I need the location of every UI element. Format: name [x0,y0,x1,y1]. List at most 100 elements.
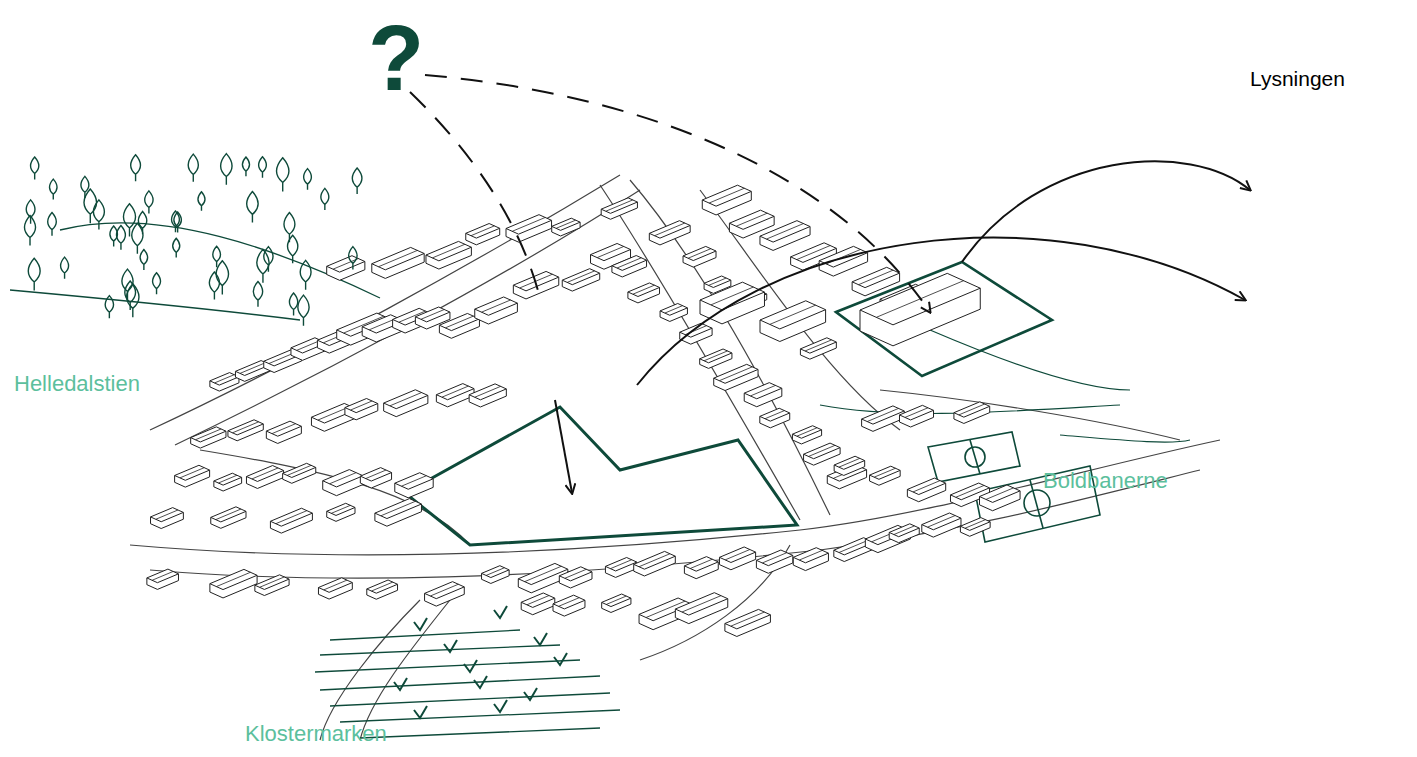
house-roof [725,609,771,628]
tree-symbol [145,191,153,214]
tree-symbol [153,273,161,295]
roof-ridge [874,468,895,477]
house-roof [714,364,758,383]
roof-ridge [633,285,655,294]
tree-symbol [257,249,269,282]
roof-ridge [218,475,236,483]
house-roof [210,373,239,386]
roof-ridge [379,250,418,266]
house [756,550,792,573]
house [852,267,899,296]
sports-area [405,262,1190,545]
tree-symbol [172,211,180,232]
roof-ridge [471,226,494,236]
house [649,221,690,245]
roof-ridge [797,246,830,260]
house-roof [211,507,246,522]
plant-symbol [554,653,567,665]
house-roof [475,297,518,315]
roof-ridge [330,473,357,484]
house [327,503,355,521]
tree-symbol [209,272,219,300]
house [345,398,378,419]
house-roof [634,551,676,569]
tree-symbol [31,157,39,179]
roof-ridge [913,481,940,492]
house [612,256,647,277]
house [700,349,732,368]
roof-ridge [617,258,641,268]
house [426,241,471,269]
house [147,569,179,589]
tree-symbol [288,235,298,263]
house [684,557,718,579]
roof-ridge [805,340,831,351]
house-roof [793,548,828,563]
roof-ridge [402,476,427,486]
house-roof [684,557,718,572]
tree-symbol [247,191,258,222]
place-label: Lysningen [1250,68,1345,89]
tree-symbol [173,238,180,257]
roof-ridge [331,505,350,513]
roof-ridge [567,271,594,283]
roof-ridge [736,213,767,226]
house-roof [345,398,378,412]
house [760,301,826,342]
tree-symbol [298,295,309,326]
roof-ridge [770,305,816,324]
house-roof [147,569,179,583]
house [634,551,676,576]
arrows [410,75,1250,493]
tree-symbol [48,212,57,235]
roof-ridge [475,386,501,397]
house [283,463,316,483]
house-roof [562,269,599,285]
forest [10,223,380,320]
tree-symbol [28,258,40,290]
house-roof [360,468,391,481]
house [482,566,510,584]
plant-symbol [444,640,457,652]
roof-ridge [797,428,817,436]
plant-symbol [464,660,477,672]
roof-ridge [956,485,984,497]
house [384,390,428,417]
house-roof [702,185,751,206]
roof-ridge [959,404,985,415]
roof-ridge [928,516,956,528]
tree-symbol [50,179,58,199]
roof-ridge [152,571,173,580]
plant-symbol [534,633,547,645]
house-roof [151,508,184,522]
house-roof [228,420,263,435]
house [819,246,867,276]
house-roof [270,508,312,526]
house-roof [744,383,782,399]
roof-ridge [252,468,278,479]
house-roof [719,547,755,563]
house [714,364,758,390]
tree-symbol [198,192,205,211]
house-roof [436,384,474,400]
roof-ridge [351,401,373,410]
plant-symbol [494,606,507,618]
tree-symbol [81,176,89,198]
house [210,373,239,392]
roof-ridge [512,217,545,231]
roof-ridge [597,246,624,257]
roof-ridge [556,220,576,228]
roof-ridge [216,509,241,520]
roof-ridge [719,367,752,381]
house-roof [415,307,450,322]
house [323,470,363,496]
tree-symbol [289,293,297,315]
house [602,594,631,612]
house-roof [700,282,764,310]
house-roof [255,575,289,590]
roof-ridge [765,411,784,419]
house-roof [907,478,945,494]
roof-ridge [287,465,311,475]
house [793,548,828,571]
roof-ridge [767,224,804,240]
